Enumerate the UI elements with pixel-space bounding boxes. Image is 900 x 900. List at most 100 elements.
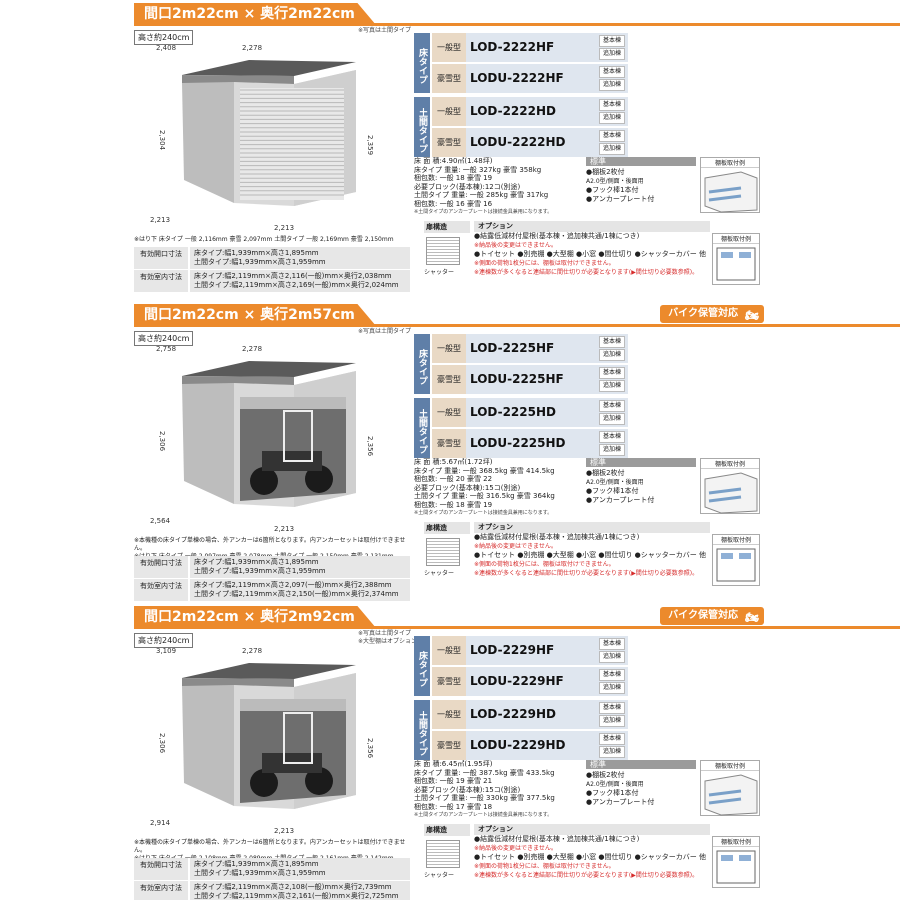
- additional-unit-button[interactable]: 追加棟: [599, 651, 625, 663]
- dimension-label: 有効室内寸法: [134, 270, 188, 292]
- dimension-value: 土間タイプ:幅1,939mm×高さ1,959mm: [194, 869, 326, 877]
- additional-unit-button[interactable]: 追加棟: [599, 413, 625, 425]
- basic-unit-button[interactable]: 基本棟: [599, 367, 625, 379]
- shelf-layout-image: [716, 850, 756, 884]
- spec-line: 梱包数: 一般 17 豪雪 18: [414, 802, 493, 811]
- model-code: LOD-2229HD: [470, 707, 556, 721]
- basic-unit-button[interactable]: 基本棟: [599, 702, 625, 714]
- option-roof[interactable]: ●結露低減材付屋根(基本棟・追加棟共通/1棟につき): [474, 533, 640, 541]
- model-code: LOD-2225HD: [470, 405, 556, 419]
- spec-line: 土間タイプ 重量: 一般 316.5kg 豪雪 364kg: [414, 492, 555, 500]
- additional-unit-button[interactable]: 追加棟: [599, 715, 625, 727]
- specifications: 床 面 積:5.67㎡(1.72坪)床タイプ 重量: 一般 368.5kg 豪雪…: [414, 458, 590, 518]
- basic-unit-button[interactable]: 基本棟: [599, 99, 625, 111]
- option-warning: ※連棟数が多くなると連結部に間仕切りが必要となります(▶間仕切り必要数参照)。: [474, 872, 699, 879]
- model-category: 床タイプ: [414, 636, 430, 696]
- dimension-front: 2,306: [158, 733, 166, 754]
- dimension-row: 有効室内寸法床タイプ:幅2,119mm×高さ2,108(一般)mm×奥行2,73…: [134, 881, 410, 900]
- standard-item: ●棚板2枚付: [586, 771, 625, 779]
- basic-unit-button[interactable]: 基本棟: [599, 336, 625, 348]
- basic-unit-button[interactable]: 基本棟: [599, 431, 625, 443]
- standard-item: ●棚板2枚付: [586, 168, 625, 176]
- additional-unit-button[interactable]: 追加棟: [599, 746, 625, 758]
- model-code: LOD-2222HF: [470, 40, 555, 54]
- basic-unit-button[interactable]: 基本棟: [599, 733, 625, 745]
- beam-note: ※本機種の床タイプ単棟の場合、外アンカーは6箇所となります。内アンカーセットは取…: [134, 537, 406, 552]
- additional-unit-button[interactable]: 追加棟: [599, 682, 625, 694]
- dimension-width: 2,278: [242, 345, 263, 353]
- standard-heading: 標準: [586, 760, 696, 769]
- model-row: 豪雪型 LODU-2225HD 基本棟追加棟: [432, 429, 628, 458]
- dimension-depth: 2,758: [156, 345, 177, 353]
- shutter-label: シャッター: [424, 872, 455, 879]
- basic-unit-button[interactable]: 基本棟: [599, 638, 625, 650]
- additional-unit-button[interactable]: 追加棟: [599, 48, 625, 60]
- beam-note: ※本機種の床タイプ単棟の場合、外アンカーは6箇所となります。内アンカーセットは取…: [134, 839, 406, 854]
- photo-note: ※写真は土間タイプ: [358, 328, 412, 335]
- basic-unit-button[interactable]: 基本棟: [599, 35, 625, 47]
- shelf-diagram-image: [704, 472, 758, 514]
- dimension-row: 有効室内寸法床タイプ:幅2,119mm×高さ2,116(一般)mm×奥行2,03…: [134, 270, 410, 292]
- model-code: LODU-2225HF: [470, 372, 564, 386]
- spec-line: 梱包数: 一般 19 豪雪 21: [414, 777, 493, 785]
- basic-unit-button[interactable]: 基本棟: [599, 130, 625, 142]
- shelf-example-diagram: 棚板取付例: [700, 458, 760, 514]
- specifications: 床 面 積:6.45㎡(1.95坪)床タイプ 重量: 一般 387.5kg 豪雪…: [414, 760, 590, 820]
- dimension-ld: 2,914: [150, 819, 171, 827]
- option-items[interactable]: ●トイセット ●別売棚 ●大型棚 ●小窓 ●間仕切り ●シャッターカバー 他: [474, 250, 706, 258]
- option-roof-note: ※納品後の変更はできません。: [474, 543, 557, 550]
- model-code: LODU-2222HD: [470, 135, 566, 149]
- shelf-example-diagram-2: 棚板取付例: [712, 534, 760, 586]
- bike-badge-label: バイク保管対応: [668, 610, 738, 621]
- option-items[interactable]: ●トイセット ●別売棚 ●大型棚 ●小窓 ●間仕切り ●シャッターカバー 他: [474, 551, 706, 559]
- shutter-icon: [426, 237, 460, 265]
- shelf-layout-image: [716, 548, 756, 582]
- additional-unit-button[interactable]: 追加棟: [599, 79, 625, 91]
- basic-unit-button[interactable]: 基本棟: [599, 66, 625, 78]
- option-items[interactable]: ●トイセット ●別売棚 ●大型棚 ●小窓 ●間仕切り ●シャッターカバー 他: [474, 853, 706, 861]
- photo-note: ※大型棚はオプションです: [358, 638, 430, 645]
- additional-unit-button[interactable]: 追加棟: [599, 112, 625, 124]
- shelf-diagram-image: [704, 171, 758, 213]
- model-type: 豪雪型: [432, 128, 466, 157]
- motorcycle-icon: 🏍: [745, 611, 759, 624]
- option-roof[interactable]: ●結露低減材付屋根(基本棟・追加棟共通/1棟につき): [474, 232, 640, 240]
- dimension-label: 有効室内寸法: [134, 579, 188, 601]
- dimension-label: 有効室内寸法: [134, 881, 188, 900]
- standard-item: A2.0型/側面・後面用: [586, 781, 644, 788]
- options-heading: オプション: [474, 824, 710, 835]
- shelf-example-diagram-2: 棚板取付例: [712, 836, 760, 888]
- option-warning: ※連棟数が多くなると連結部に間仕切りが必要となります(▶間仕切り必要数参照)。: [474, 570, 699, 577]
- option-warning: ※側面の荷物1枚分には、棚板は取付けできません。: [474, 863, 615, 870]
- door-structure-heading: 扉構造: [424, 221, 470, 233]
- model-type: 豪雪型: [432, 429, 466, 458]
- beam-notes: ※はり下 床タイプ 一般 2,116mm 豪雪 2,097mm 土間タイプ 一般…: [134, 236, 410, 244]
- basic-unit-button[interactable]: 基本棟: [599, 669, 625, 681]
- door-structure: 扉構造シャッター: [424, 824, 470, 879]
- additional-unit-button[interactable]: 追加棟: [599, 143, 625, 155]
- photo-notes: ※写真は土間タイプ※大型棚はオプションです: [358, 630, 429, 646]
- photo-note: ※写真は土間タイプ: [358, 630, 412, 637]
- options: オプション●結露低減材付屋根(基本棟・追加棟共通/1棟につき)※納品後の変更はで…: [474, 824, 710, 880]
- basic-unit-button[interactable]: 基本棟: [599, 400, 625, 412]
- option-roof[interactable]: ●結露低減材付屋根(基本棟・追加棟共通/1棟につき): [474, 835, 640, 843]
- additional-unit-button[interactable]: 追加棟: [599, 349, 625, 361]
- additional-unit-button[interactable]: 追加棟: [599, 380, 625, 392]
- model-code: LODU-2225HD: [470, 436, 566, 450]
- additional-unit-button[interactable]: 追加棟: [599, 444, 625, 456]
